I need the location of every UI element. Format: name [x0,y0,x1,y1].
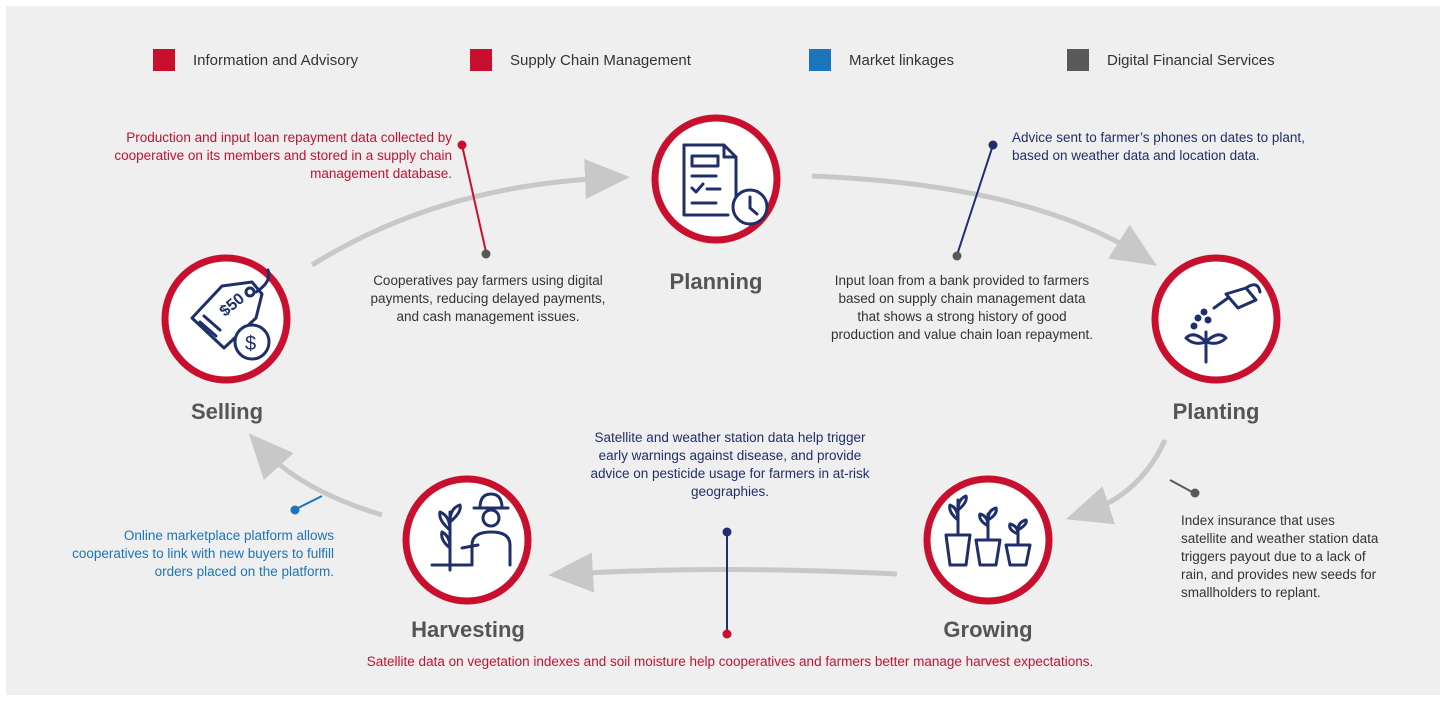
legend-label: Digital Financial Services [1107,51,1275,69]
planning-node [651,114,781,244]
note-early-warnings: Satellite and weather station data help … [590,430,870,499]
stage-label-planting: Planting [1172,399,1260,424]
document-clock-icon [682,143,769,226]
note-digital-payments: Cooperatives pay farmers using digital p… [370,273,606,324]
legend-item-information-advisory: Information and Advisory [153,48,358,72]
stage-label-growing: Growing [943,617,1033,642]
legend-item-market-linkages: Market linkages [809,48,954,72]
growing-node [923,475,1053,605]
callout-early-warnings [722,527,732,639]
arrow-growing-to-harvesting [548,552,898,593]
note-supply-chain-data: Production and input loan repayment data… [114,130,452,181]
callout-index-insurance [1169,479,1200,498]
legend-label: Information and Advisory [193,51,359,69]
callout-advice-phones [952,140,998,261]
arrow-planting-to-growing [1065,438,1168,525]
planting-node [1151,254,1281,384]
callout-marketplace [290,495,323,515]
farmer-plant-icon [430,492,512,572]
stage-label-harvesting: Harvesting [411,617,525,642]
legend-swatch [153,49,175,71]
stage-label-planning: Planning [669,269,763,294]
note-index-insurance: Index insurance that uses satellite and … [1181,513,1379,600]
legend-label: Market linkages [849,51,955,69]
legend-swatch [1067,49,1089,71]
harvesting-node [402,475,532,605]
stage-label-selling: Selling [190,399,264,424]
watering-can-sprout-icon [1184,283,1262,364]
legend-item-supply-chain: Supply Chain Management [470,48,691,72]
note-input-loan: Input loan from a bank provided to farme… [831,273,1093,342]
note-vegetation: Satellite data on vegetation indexes and… [366,654,1094,669]
arrow-harvesting-to-selling [248,433,383,518]
svg-text:$: $ [245,333,256,355]
selling-node: $50 $ [161,254,291,384]
legend-swatch [470,49,492,71]
legend-label: Supply Chain Management [510,51,691,69]
arrow-planning-to-planting [811,173,1157,266]
note-marketplace: Online marketplace platform allows coope… [72,528,334,579]
legend-swatch [809,49,831,71]
note-advice-phones: Advice sent to farmer’s phones on dates … [1012,130,1305,163]
callout-supply-chain-data [457,140,491,259]
potted-plants-icon [944,494,1032,567]
arrow-selling-to-planning [310,159,630,268]
legend-item-digital-financial: Digital Financial Services [1067,48,1275,72]
